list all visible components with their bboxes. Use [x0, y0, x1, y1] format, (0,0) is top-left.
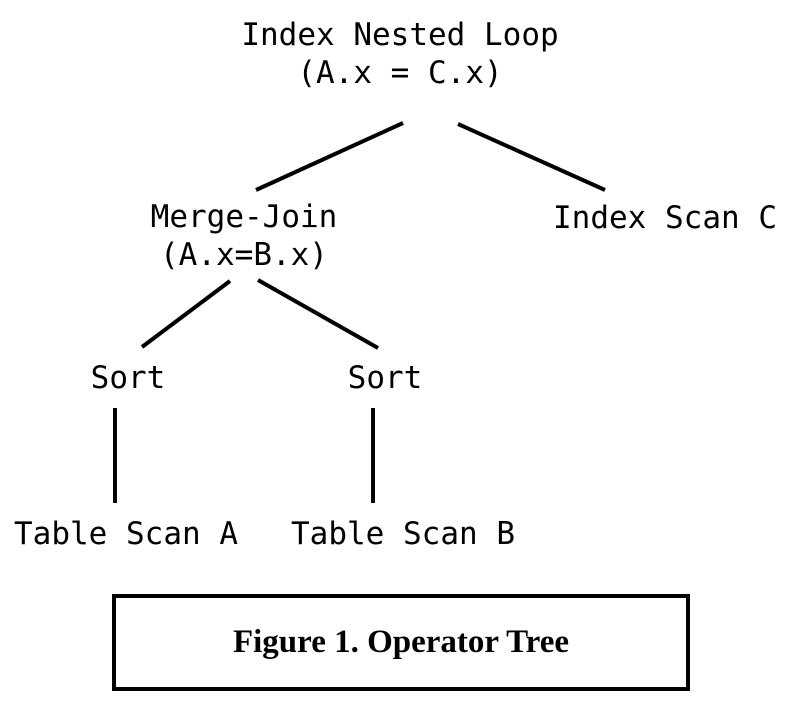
node-sort-left: Sort [91, 360, 166, 396]
node-table-scan-b: Table Scan B [291, 516, 515, 552]
node-merge-join-line2: (A.x=B.x) [160, 237, 328, 273]
node-index-nested-loop-line1: Index Nested Loop [241, 17, 558, 53]
tree-nodes: Index Nested Loop (A.x = C.x) Merge-Join… [14, 17, 777, 552]
node-index-scan-c: Index Scan C [553, 200, 777, 236]
node-table-scan-a: Table Scan A [14, 516, 238, 552]
edge-merge-join-to-sort-left [140, 279, 232, 349]
node-index-nested-loop-line2: (A.x = C.x) [297, 55, 502, 91]
node-sort-right: Sort [348, 360, 423, 396]
edge-root-to-index-scan-c [457, 122, 606, 192]
tree-edges [113, 121, 606, 503]
edge-merge-join-to-sort-right [257, 278, 379, 350]
figure-caption-text: Figure 1. Operator Tree [232, 624, 570, 660]
edge-root-to-merge-join [255, 121, 404, 192]
node-merge-join-line1: Merge-Join [151, 199, 338, 235]
figure-caption-box: Figure 1. Operator Tree [112, 594, 690, 691]
